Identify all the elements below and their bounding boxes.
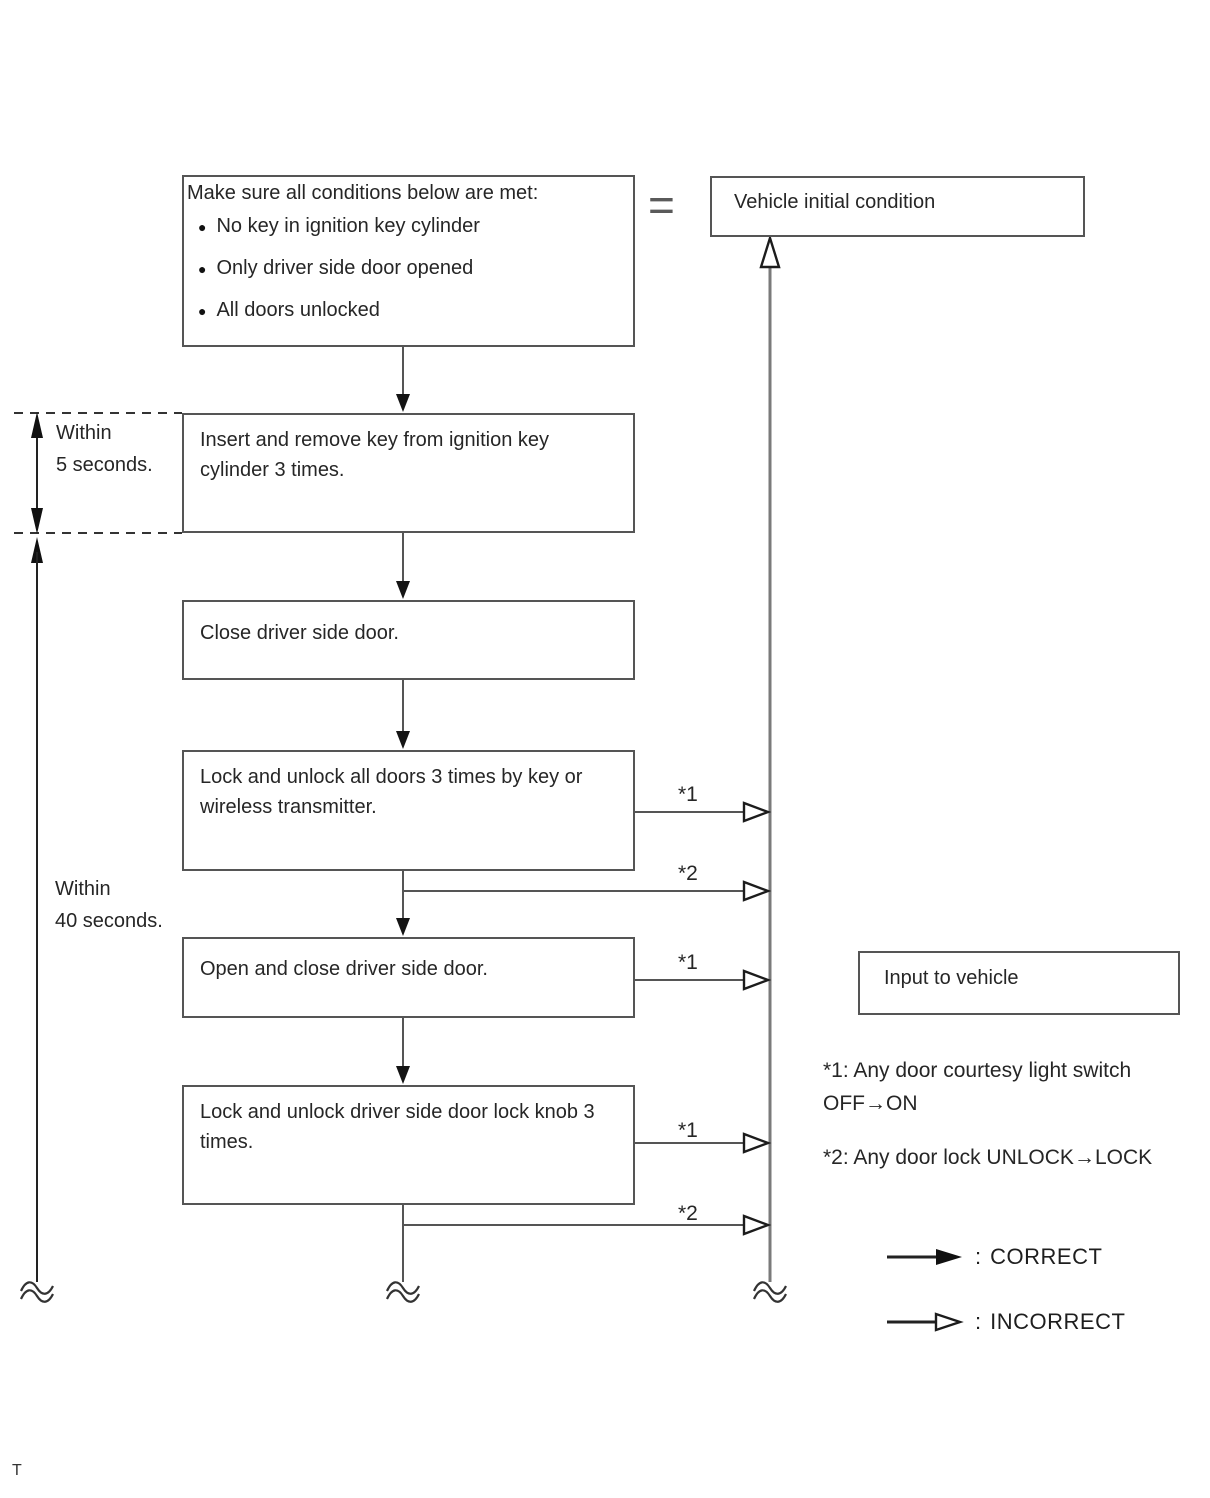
box-input-to-vehicle: Input to vehicle — [858, 951, 1180, 1015]
timer-line: 40 seconds. — [55, 910, 163, 932]
down-arrowhead-icon — [396, 1066, 410, 1084]
box-insert-remove-key: Insert and remove key from ignition key … — [182, 413, 635, 533]
branch-lock-knob-star2 — [403, 1214, 772, 1236]
legend-colon: : — [975, 1309, 982, 1334]
star1-label-lock-knob: *1 — [678, 1119, 698, 1142]
timer-line: Within — [55, 878, 111, 900]
legend-correct: : CORRECT — [886, 1244, 1102, 1270]
filled-arrow-icon — [887, 1249, 962, 1265]
box-label: Vehicle initial condition — [734, 191, 936, 213]
bullet-icon: ● — [198, 302, 207, 319]
bullet-icon: ● — [198, 260, 207, 277]
branch-lock-knob-star1 — [635, 1132, 772, 1154]
down-arrowhead-icon — [396, 731, 410, 749]
open-arrow-icon — [887, 1312, 964, 1332]
connector-insert-key-to-close-door — [396, 533, 410, 599]
footnote-star2: *2: Any door lock UNLOCK→LOCK — [823, 1146, 1153, 1169]
box-open-close-driver-door: Open and close driver side door. — [182, 937, 635, 1018]
connector-conditions-to-insert-key — [396, 347, 410, 412]
within-40-seconds-label: Within 40 seconds. — [55, 873, 163, 937]
box-vehicle-initial-condition: Vehicle initial condition — [710, 176, 1085, 237]
break-squiggle-center — [385, 1281, 420, 1303]
up-arrowhead-icon — [31, 537, 43, 563]
equals-sign: = — [648, 179, 675, 231]
star1-label-lock-all: *1 — [678, 783, 698, 806]
down-arrowhead-icon — [31, 508, 43, 534]
condition-item: ● All doors unlocked — [198, 299, 380, 322]
footer-mark: T — [12, 1462, 22, 1479]
box-label: Open and close driver side door. — [200, 958, 488, 980]
timer-line: 5 seconds. — [56, 454, 153, 476]
branch-lock-all-star2 — [403, 880, 772, 902]
box-label: Lock and unlock all doors 3 times by key… — [200, 766, 583, 818]
condition-item: ● Only driver side door opened — [198, 257, 473, 280]
legend-correct-label: CORRECT — [990, 1244, 1103, 1269]
condition-text: No key in ignition key cylinder — [216, 215, 480, 237]
star1-label-open-close: *1 — [678, 951, 698, 974]
star2-label-lock-knob: *2 — [678, 1202, 698, 1225]
conditions-title: Make sure all conditions below are met: — [187, 182, 539, 204]
branch-lock-all-star1 — [635, 801, 772, 823]
open-right-arrowhead-icon — [742, 880, 772, 902]
break-squiggle-right — [752, 1281, 787, 1303]
open-right-arrowhead-icon — [742, 801, 772, 823]
open-right-arrowhead-icon — [742, 1214, 772, 1236]
break-squiggle-left — [19, 1281, 54, 1303]
box-initial-conditions: Make sure all conditions below are met: … — [182, 175, 635, 347]
legend-incorrect: : INCORRECT — [886, 1309, 1125, 1335]
measure-within-40-seconds — [31, 537, 43, 1282]
legend-incorrect-label: INCORRECT — [990, 1309, 1126, 1334]
within-5-seconds-label: Within 5 seconds. — [56, 417, 153, 481]
down-arrowhead-icon — [396, 581, 410, 599]
timer-line: Within — [56, 422, 112, 444]
connector-lock-all-to-open-close — [396, 871, 410, 936]
box-label: Lock and unlock driver side door lock kn… — [200, 1101, 595, 1153]
up-arrowhead-icon — [31, 412, 43, 438]
box-lock-unlock-door-knob: Lock and unlock driver side door lock kn… — [182, 1085, 635, 1205]
down-arrowhead-icon — [396, 918, 410, 936]
condition-item: ● No key in ignition key cylinder — [198, 215, 480, 238]
legend-colon: : — [975, 1244, 982, 1269]
down-arrowhead-icon — [396, 394, 410, 412]
box-close-driver-door: Close driver side door. — [182, 600, 635, 680]
box-label: Input to vehicle — [884, 967, 1019, 989]
box-lock-unlock-all-doors: Lock and unlock all doors 3 times by key… — [182, 750, 635, 871]
trunk-line-to-vehicle-condition — [759, 233, 781, 1282]
box-label: Close driver side door. — [200, 622, 399, 644]
open-right-arrowhead-icon — [742, 1132, 772, 1154]
connector-open-close-to-lock-knob — [396, 1018, 410, 1084]
condition-text: All doors unlocked — [216, 299, 380, 321]
footnote-star1: *1: Any door courtesy light switch OFF→O… — [823, 1059, 1132, 1115]
open-right-arrowhead-icon — [742, 969, 772, 991]
box-label: Insert and remove key from ignition key … — [200, 429, 550, 481]
bullet-icon: ● — [198, 218, 207, 235]
open-up-arrowhead-icon — [759, 233, 781, 269]
branch-open-close-star1 — [635, 969, 772, 991]
connector-close-door-to-lock-all — [396, 680, 410, 749]
star2-label-lock-all: *2 — [678, 862, 698, 885]
condition-text: Only driver side door opened — [216, 257, 474, 279]
